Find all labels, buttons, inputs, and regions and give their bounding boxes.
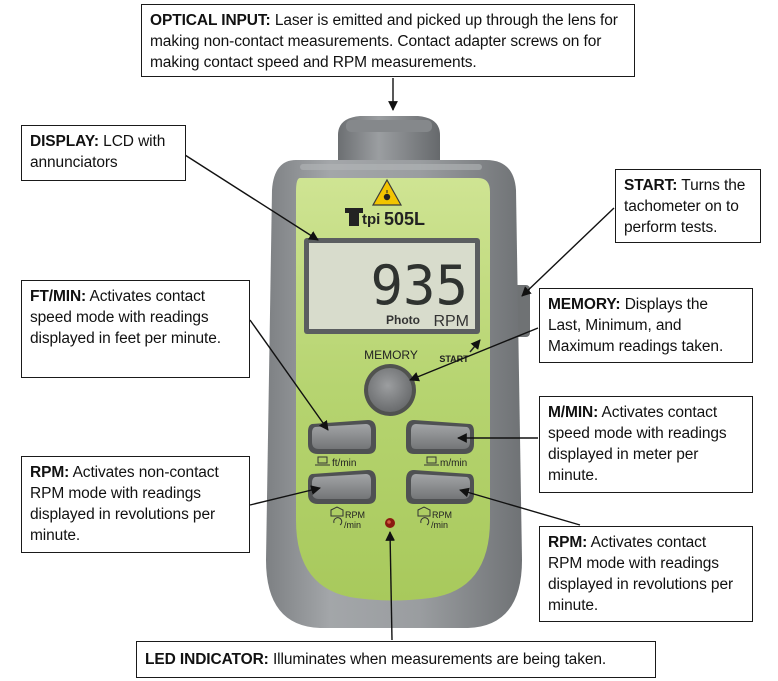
callout-text: Illuminates when measurements are being … <box>268 651 607 668</box>
rpm-right-label: RPM <box>432 510 452 520</box>
lcd-unit-rpm: RPM <box>433 313 469 330</box>
arrow-led <box>385 531 396 641</box>
laser-warning-icon <box>371 178 403 206</box>
arrow-ftmin <box>249 319 329 431</box>
arrow-display <box>184 154 319 241</box>
ftmin-button[interactable] <box>308 420 376 454</box>
callout-optical-input: OPTICAL INPUT: Laser is emitted and pick… <box>141 4 635 77</box>
rpm-left-per-min: /min <box>344 520 361 530</box>
callout-ftmin: FT/MIN: Activates contact speed mode wit… <box>21 280 250 378</box>
callout-text: Displays the Last, Minimum, and Maximum … <box>548 296 724 355</box>
callout-label: FT/MIN: <box>30 288 87 305</box>
rpm-right-button[interactable] <box>406 470 474 504</box>
callout-text: Activates non-contact RPM mode with read… <box>30 464 219 544</box>
callout-text: Activates contact RPM mode with readings… <box>548 534 734 614</box>
model-number: 505L <box>384 209 425 229</box>
callout-label: M/MIN: <box>548 404 599 421</box>
ftmin-label: ft/min <box>332 458 356 469</box>
callout-text: Turns the tachometer on to perform tests… <box>624 177 746 236</box>
callout-label: RPM: <box>30 464 70 481</box>
memory-button[interactable] <box>364 364 416 416</box>
callout-label: RPM: <box>548 534 588 551</box>
start-label: START <box>439 354 469 364</box>
rpm-left-icon <box>330 506 344 526</box>
callout-start: START: Turns the tachometer on to perfor… <box>615 169 761 243</box>
callout-memory: MEMORY: Displays the Last, Minimum, and … <box>539 288 753 363</box>
arrow-rpm-left <box>249 485 321 506</box>
rpm-left-button[interactable] <box>308 470 376 504</box>
callout-text: Laser is emitted and picked up through t… <box>150 12 618 71</box>
memory-button-label: MEMORY <box>364 348 418 362</box>
brand-logo: tpi <box>345 208 380 228</box>
ftmin-icon <box>315 456 330 466</box>
callout-led-indicator: LED INDICATOR: Illuminates when measurem… <box>136 641 656 678</box>
lcd-reading: 935 <box>370 254 468 317</box>
rpm-left-label: RPM <box>345 510 365 520</box>
start-arrow-icon <box>469 339 481 353</box>
mmin-label: m/min <box>440 458 467 469</box>
rpm-right-icon <box>417 506 431 526</box>
led-indicator <box>385 518 395 528</box>
rpm-right-per-min: /min <box>431 520 448 530</box>
lcd-display: 935 Photo RPM <box>304 238 480 334</box>
callout-arrows <box>184 78 615 641</box>
arrow-rpm-right <box>459 487 581 526</box>
optical-head <box>338 116 440 170</box>
callout-rpm-noncontact: RPM: Activates non-contact RPM mode with… <box>21 456 250 553</box>
lcd-mode-photo: Photo <box>386 313 420 327</box>
callout-rpm-contact: RPM: Activates contact RPM mode with rea… <box>539 526 753 622</box>
arrow-start <box>521 207 615 297</box>
callout-label: START: <box>624 177 678 194</box>
callout-text: Activates contact speed mode with readin… <box>30 288 221 347</box>
callout-mmin: M/MIN: Activates contact speed mode with… <box>539 396 753 493</box>
arrow-memory <box>409 327 539 382</box>
mmin-button[interactable] <box>406 420 474 454</box>
mmin-icon <box>424 456 439 466</box>
callout-label: OPTICAL INPUT: <box>150 12 271 29</box>
callout-text: Activates contact speed mode with readin… <box>548 404 727 484</box>
brand-name: tpi <box>362 211 380 228</box>
callout-label: DISPLAY: <box>30 133 99 150</box>
callout-display: DISPLAY: LCD with annunciators <box>21 125 186 181</box>
callout-label: MEMORY: <box>548 296 621 313</box>
callout-label: LED INDICATOR: <box>145 651 269 668</box>
callout-text: LCD with annunciators <box>30 133 166 171</box>
